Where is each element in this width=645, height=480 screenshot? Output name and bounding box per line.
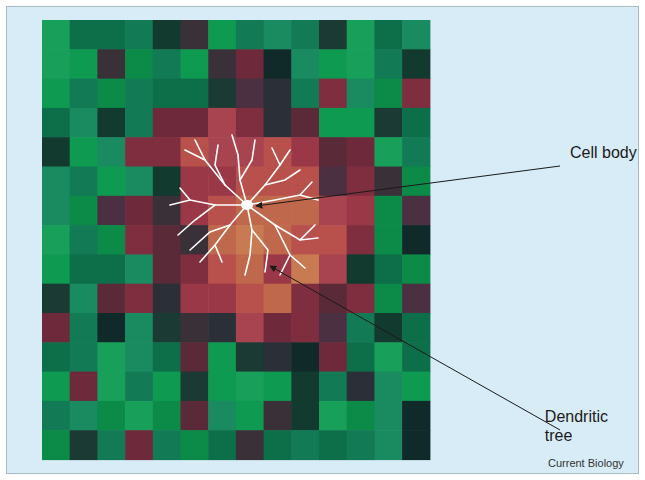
journal-watermark: Current Biology	[548, 457, 624, 470]
leader-line	[270, 266, 560, 430]
neuron-drawing	[170, 135, 318, 275]
leader-line	[256, 166, 560, 206]
pixel-grid	[42, 20, 430, 460]
callout-label: Dendritic tree	[545, 407, 615, 445]
callout-label: Cell body	[570, 143, 637, 162]
